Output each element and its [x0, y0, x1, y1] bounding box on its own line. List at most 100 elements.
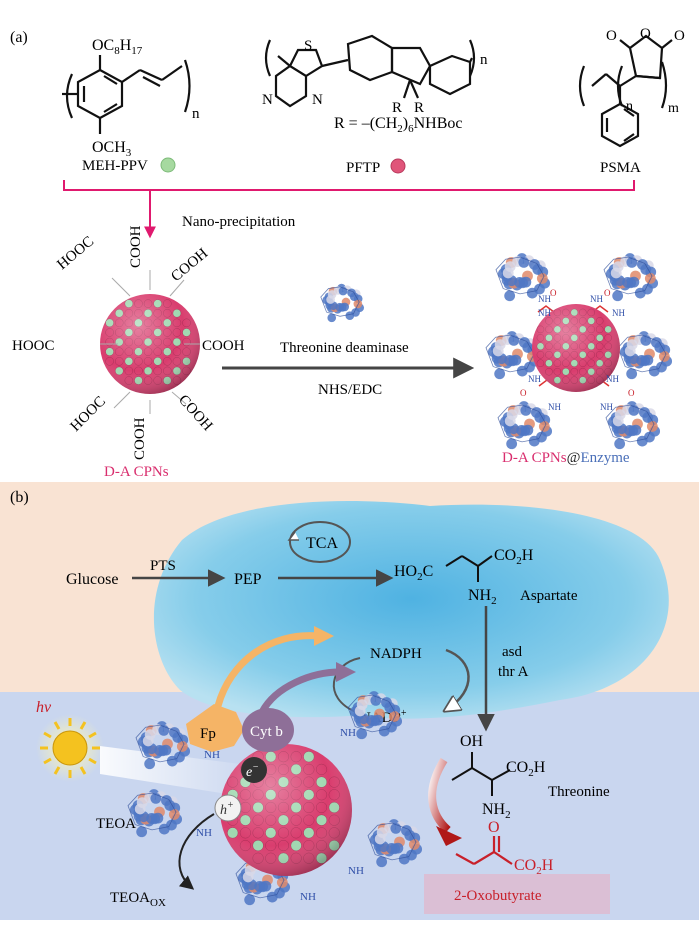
cytb-protein — [242, 708, 294, 752]
svg-text:HO2C: HO2C — [394, 563, 433, 583]
threonine-structure — [451, 752, 511, 796]
product-o-label-0: O — [550, 288, 557, 298]
threonine-deaminase-enzyme-icon — [320, 283, 365, 323]
mehppv-name: MEH-PPV — [82, 158, 148, 174]
product-nh-label-2: NH — [538, 308, 551, 318]
cooh-label-4: COOH — [132, 417, 148, 460]
threonine-deaminase-label: Threonine deaminase — [280, 340, 409, 356]
tca-cycle-icon — [287, 521, 351, 563]
sun-icon — [36, 714, 104, 782]
panel-b-label: (b) — [10, 489, 29, 506]
pftp-n1: N — [262, 92, 273, 108]
electron-label: e — [246, 765, 252, 780]
threonine-label: Threonine — [548, 784, 610, 800]
nadph-consumption-arrow — [446, 648, 470, 710]
psma-o2: O — [640, 26, 651, 42]
svg-text:TEOAOX: TEOAOX — [110, 890, 166, 909]
cytb-to-nadph-arrow — [258, 668, 341, 714]
cpn-label: D-A CPNs — [104, 464, 169, 480]
teoa-oxidation-arrow — [178, 813, 215, 890]
pftp-n2: N — [312, 92, 323, 108]
hooc-label-1: HOOC — [12, 338, 55, 354]
cooh-label-5: COOH — [175, 392, 215, 434]
tca-label: TCA — [306, 535, 338, 552]
product-o-label-3: O — [628, 388, 635, 398]
fp-to-nadph-arrow — [214, 632, 319, 707]
product-nh-label-1: NH — [590, 294, 603, 304]
cooh-label-3: COOH — [202, 338, 245, 354]
oxobutyrate-o: O — [488, 819, 500, 836]
pftp-r2: R — [414, 100, 424, 116]
cytb-label: Cyt b — [250, 724, 283, 740]
oxobutyrate-co2h: CO — [514, 857, 536, 874]
cooh-label-2: COOH — [168, 245, 211, 285]
cpn-nanoparticle — [100, 294, 200, 394]
aspartate-co2h: CO — [494, 547, 516, 564]
aspartate-structure — [445, 555, 493, 582]
bacterial-cell — [153, 500, 669, 719]
hole-icon — [214, 794, 242, 822]
product-label: D-A CPNs@Enzyme — [502, 450, 630, 466]
hooc-label-2: HOOC — [68, 393, 109, 434]
nano-precipitation-label: Nano-precipitation — [182, 214, 296, 230]
cooh-label-1: COOH — [128, 225, 144, 268]
psma-repeat-n: n — [626, 99, 633, 114]
mehppv-repeat: n — [192, 106, 200, 122]
membrane-nh-label-2: NH — [196, 827, 212, 839]
svg-text:NH2: NH2 — [482, 801, 511, 821]
svg-text:OC8H17: OC8H17 — [92, 37, 143, 57]
product-nh-label-3: NH — [612, 308, 625, 318]
pftp-dot — [390, 158, 406, 174]
svg-text:CO2H: CO2H — [494, 547, 534, 567]
svg-text:CO2H: CO2H — [506, 759, 546, 779]
mehppv-sub-top: OC — [92, 37, 114, 54]
mehppv-structure — [62, 55, 191, 134]
glucose-label: Glucose — [66, 571, 118, 588]
membrane-nh-label-1: NH — [340, 727, 356, 739]
svg-text:CO2H: CO2H — [514, 857, 554, 877]
teoa-ox-label: TEOA — [110, 890, 150, 906]
product-nh-label-5: NH — [606, 374, 619, 384]
pftp-r-definition: R = –(CH2)6NHBoc — [334, 115, 462, 135]
panel-a: (a) OC8H17 OCH3 n MEH-PPV — [10, 26, 685, 480]
product-o-label-1: O — [604, 288, 611, 298]
threonine-oh: OH — [460, 733, 484, 750]
threonine-nh2: NH — [482, 801, 506, 818]
pftp-s: S — [304, 38, 312, 54]
light-beam — [100, 746, 240, 796]
oxobutyrate-structure — [455, 836, 513, 865]
nhs-edc-label: NHS/EDC — [318, 382, 382, 398]
thra-label: thr A — [498, 664, 529, 680]
pftp-name: PFTP — [346, 160, 380, 176]
psma-structure — [578, 34, 673, 148]
psma-o3: O — [674, 28, 685, 44]
pftp-structure — [264, 34, 476, 108]
pftp-repeat: n — [480, 52, 488, 68]
asd-label: asd — [502, 644, 522, 660]
membrane-nh-label-0: NH — [204, 749, 220, 761]
psma-repeat-m: m — [668, 101, 679, 116]
panel-a-label: (a) — [10, 29, 28, 46]
carboxyl-spokes — [100, 270, 200, 414]
teoa-label: TEOA — [96, 816, 136, 832]
aspartate-ho2c: HO — [394, 563, 417, 580]
fp-protein — [186, 704, 244, 752]
membrane-nh-label-3: NH — [348, 865, 364, 877]
hole-label: h — [220, 803, 227, 818]
product-nh-label-0: NH — [538, 294, 551, 304]
svg-text:OCH3: OCH3 — [92, 139, 132, 159]
pep-label: PEP — [234, 571, 262, 588]
psma-name: PSMA — [600, 160, 641, 176]
aspartate-nh2: NH — [468, 587, 492, 604]
deamination-arrow — [428, 757, 451, 834]
pts-label: PTS — [150, 558, 176, 574]
mehppv-dot — [160, 157, 176, 173]
nadph-label: NADPH — [370, 646, 422, 662]
product-nh-label-4: NH — [528, 374, 541, 384]
product-nh-label-6: NH — [548, 402, 561, 412]
pftp-r1: R — [392, 100, 402, 116]
svg-text:h+: h+ — [220, 800, 234, 818]
